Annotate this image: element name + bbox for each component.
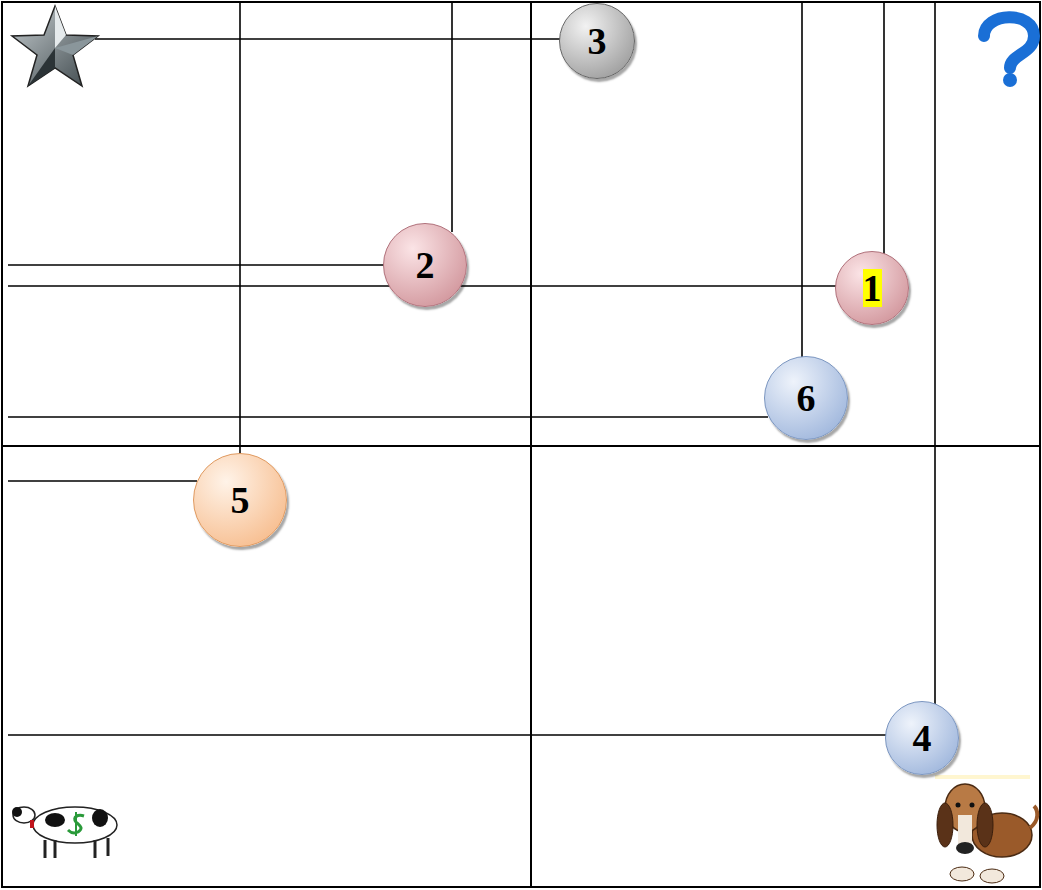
callout-number: 4 [913, 719, 932, 757]
callout-number: 5 [231, 481, 250, 519]
cash-cow-icon-part [12, 807, 22, 817]
star-icon-part [28, 48, 55, 86]
cash-cow-icon-part-part [107, 838, 110, 856]
leader-lines-part [8, 734, 886, 736]
cash-cow-icon [12, 807, 117, 858]
portfolio-bubble: 4 [885, 701, 959, 775]
cash-cow-icon-part [30, 820, 34, 828]
leader-lines-part [8, 264, 386, 266]
cash-cow-icon-part [33, 807, 117, 843]
dog-icon-part [977, 803, 993, 847]
question-mark-icon-part [1003, 73, 1017, 87]
leader-lines-part [95, 38, 562, 40]
star-icon [12, 6, 98, 86]
star-icon-part [55, 6, 66, 48]
leader-lines-part [8, 480, 197, 482]
leader-lines-part [8, 416, 768, 418]
dog-icon-part [970, 803, 975, 808]
cash-cow-icon-part [75, 812, 77, 836]
leader-lines [8, 2, 935, 735]
leader-lines-part [451, 2, 453, 232]
question-mark-icon [984, 17, 1034, 87]
cash-cow-icon-part-part [44, 840, 47, 858]
callout-number: 6 [797, 379, 816, 417]
dog-icon-part [958, 815, 972, 845]
portfolio-bubble: 6 [764, 356, 848, 440]
matrix-grid-part [530, 2, 532, 887]
callout-number: 2 [416, 246, 435, 284]
leader-lines-part [239, 2, 241, 455]
leader-lines-part [934, 2, 936, 704]
cash-cow-icon-part-part [54, 840, 57, 858]
portfolio-bubble: 2 [383, 223, 467, 307]
dog-icon-part [1030, 806, 1037, 828]
question-mark-icon-part [984, 17, 1034, 68]
callout-number: 3 [588, 22, 607, 60]
matrix-grid-part [2, 445, 1040, 447]
portfolio-bubble: 3 [559, 3, 635, 79]
leader-lines-part [883, 2, 885, 254]
dog-icon-part [980, 869, 1004, 883]
dog-icon-part [950, 867, 974, 881]
dog-icon-part [956, 842, 974, 854]
dog-icon [935, 775, 1037, 883]
cash-cow-icon-part [45, 813, 65, 827]
leader-lines-part [801, 2, 803, 360]
cash-cow-icon-part [92, 809, 108, 827]
portfolio-bubble: 5 [193, 453, 287, 547]
dog-icon-part [937, 803, 953, 847]
callout-number: 1 [863, 269, 882, 307]
star-icon-part [55, 36, 98, 55]
dog-icon-part [956, 803, 961, 808]
portfolio-bubble: 1 [835, 251, 909, 325]
cash-cow-icon-part [45, 838, 108, 858]
cash-cow-icon-part-part [94, 840, 97, 858]
dog-icon-part [935, 775, 1030, 779]
star-icon-part [12, 6, 98, 86]
